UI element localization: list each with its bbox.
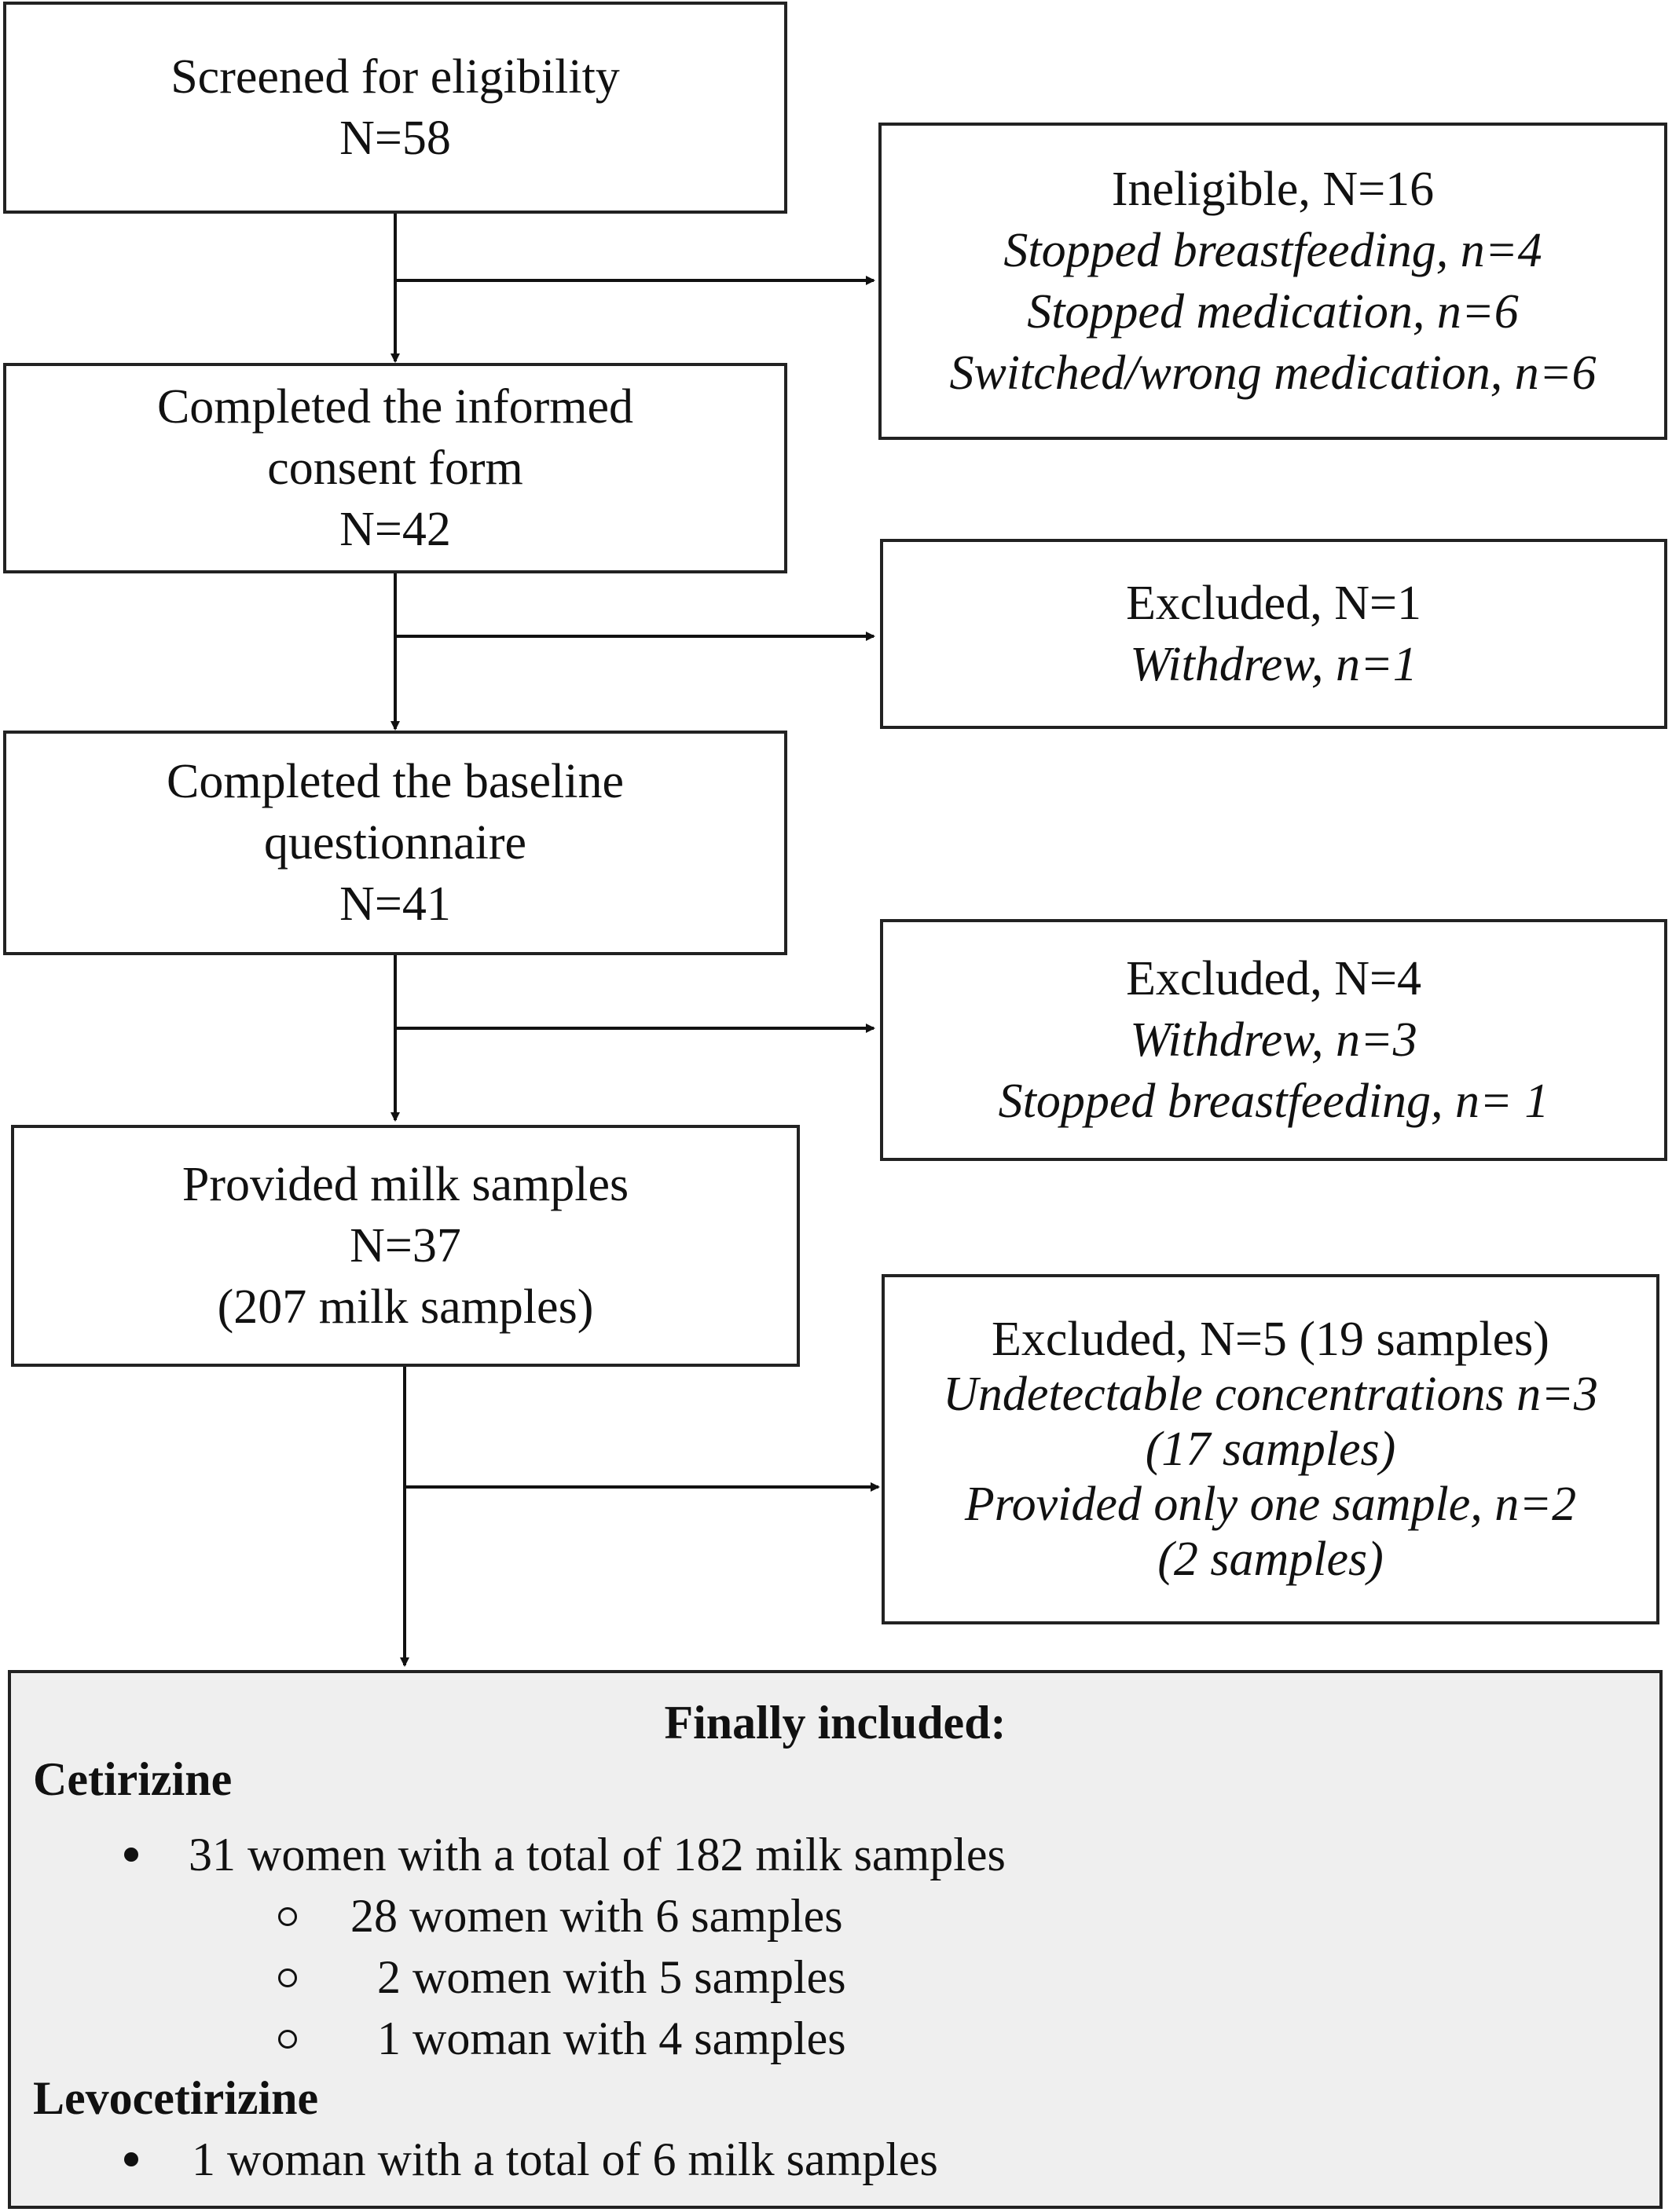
excluded-detail: Withdrew, n=3 — [1130, 1013, 1417, 1067]
consent-label-line1: Completed the informed — [156, 380, 634, 434]
cetirizine-sub-item: 1 woman with 4 samples — [377, 2012, 846, 2064]
excluded-detail: Stopped breastfeeding, n= 1 — [998, 1075, 1549, 1128]
ineligible-heading: Ineligible, N=16 — [1111, 163, 1435, 216]
final-included-box: Finally included: Cetirizine 31 women wi… — [8, 1670, 1663, 2209]
excluded-five-box: Excluded, N=5 (19 samples) Undetectable … — [882, 1274, 1659, 1624]
excluded-heading: Excluded, N=5 (19 samples) — [992, 1313, 1549, 1366]
excluded-detail: Provided only one sample, n=2 — [964, 1478, 1577, 1531]
bullet-icon — [124, 2152, 138, 2166]
ineligible-detail: Stopped medication, n=6 — [1027, 285, 1519, 339]
milk-samples-box: Provided milk samples N=37 (207 milk sam… — [11, 1125, 800, 1367]
excluded-heading: Excluded, N=4 — [1126, 952, 1421, 1005]
milk-label: Provided milk samples — [182, 1158, 629, 1211]
circle-bullet-icon — [278, 2030, 297, 2049]
consent-count: N=42 — [339, 503, 451, 556]
screened-box: Screened for eligibility N=58 — [3, 2, 787, 214]
cetirizine-sub-item: 2 women with 5 samples — [377, 1951, 846, 2003]
bullet-icon — [124, 1848, 138, 1862]
excluded-withdrew-box: Excluded, N=1 Withdrew, n=1 — [880, 539, 1667, 729]
ineligible-box: Ineligible, N=16 Stopped breastfeeding, … — [878, 123, 1667, 440]
levocetirizine-heading: Levocetirizine — [33, 2072, 319, 2124]
excluded-detail: (2 samples) — [1157, 1533, 1384, 1586]
ineligible-detail: Stopped breastfeeding, n=4 — [1003, 224, 1542, 277]
screened-label: Screened for eligibility — [170, 50, 620, 104]
cetirizine-summary: 31 women with a total of 182 milk sample… — [189, 1829, 1006, 1881]
milk-count: N=37 — [350, 1219, 461, 1273]
screened-count: N=58 — [339, 112, 451, 165]
excluded-detail: Undetectable concentrations n=3 — [943, 1368, 1598, 1421]
consent-label-line2: consent form — [267, 441, 523, 495]
cetirizine-sub-item: 28 women with 6 samples — [350, 1890, 843, 1942]
baseline-count: N=41 — [339, 877, 451, 931]
circle-bullet-icon — [278, 1907, 297, 1926]
excluded-heading: Excluded, N=1 — [1126, 577, 1421, 630]
levocetirizine-summary: 1 woman with a total of 6 milk samples — [192, 2133, 938, 2185]
baseline-label-line1: Completed the baseline — [167, 755, 624, 808]
cetirizine-heading: Cetirizine — [33, 1753, 233, 1805]
circle-bullet-icon — [278, 1968, 297, 1987]
consent-box: Completed the informed consent form N=42 — [3, 363, 787, 573]
excluded-detail: Withdrew, n=1 — [1130, 638, 1417, 691]
ineligible-detail: Switched/wrong medication, n=6 — [949, 346, 1597, 400]
excluded-four-box: Excluded, N=4 Withdrew, n=3 Stopped brea… — [880, 919, 1667, 1161]
milk-samples-total: (207 milk samples) — [217, 1280, 594, 1334]
excluded-detail: (17 samples) — [1145, 1423, 1396, 1476]
baseline-box: Completed the baseline questionnaire N=4… — [3, 731, 787, 955]
final-title: Finally included: — [664, 1697, 1006, 1749]
baseline-label-line2: questionnaire — [263, 816, 526, 870]
